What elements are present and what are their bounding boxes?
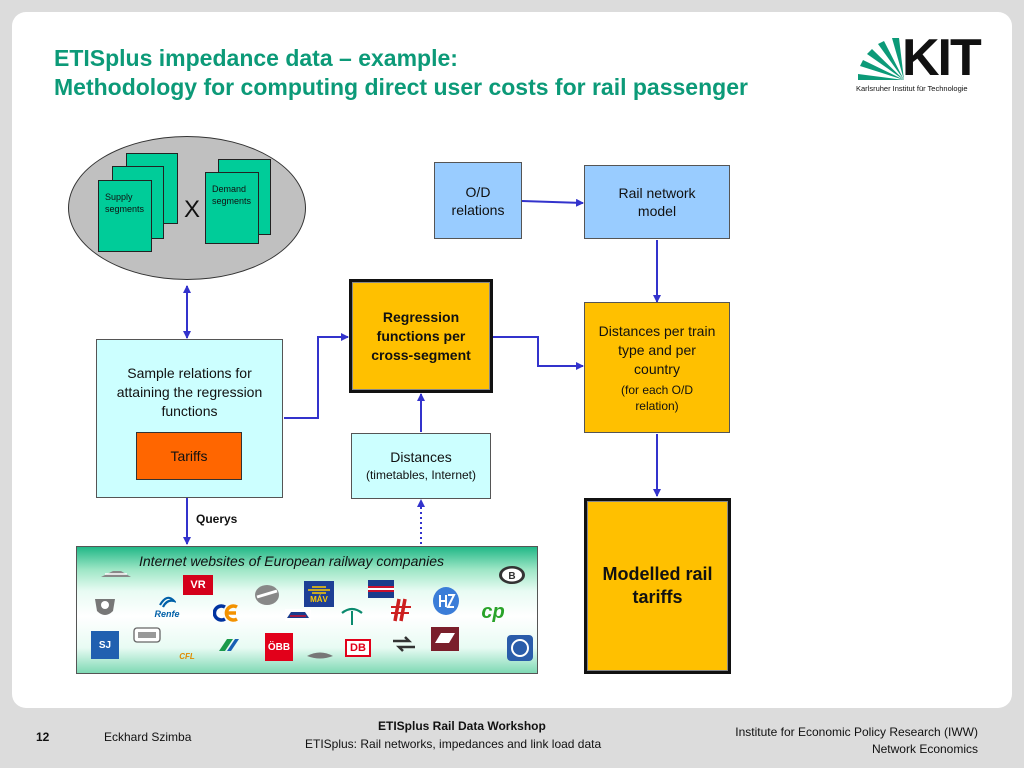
cfl-logo: CFL — [179, 651, 195, 661]
footer-subtitle: ETISplus: Rail networks, impedances and … — [305, 737, 602, 751]
slovenian-rail-logo — [213, 635, 241, 655]
crest-icon — [95, 599, 115, 615]
sncb-b-icon: B — [499, 566, 525, 584]
kit-logo-subtitle: Karlsruher Institut für Technologie — [856, 84, 968, 93]
railway-websites-title: Internet websites of European railway co… — [139, 553, 445, 569]
ttl-logo — [507, 635, 533, 661]
svg-text:B: B — [508, 571, 515, 582]
railway-websites-panel: Internet websites of European railway co… — [76, 546, 538, 674]
distances-box: Distances (timetables, Internet) — [351, 433, 491, 499]
hz-logo — [433, 587, 459, 615]
zsr-icon — [391, 598, 411, 622]
sj-logo: SJ — [91, 631, 119, 659]
badge-icon — [133, 627, 161, 643]
page-number: 12 — [36, 730, 50, 744]
slide-title: ETISplus impedance data – example: Metho… — [54, 44, 748, 102]
renfe-logo: Renfe — [149, 593, 185, 621]
cfr-logo — [253, 583, 281, 607]
nsb-wings-logo — [305, 651, 335, 661]
obb-logo: ÖBB — [265, 633, 293, 661]
mav-wing-icon — [308, 585, 330, 594]
arrow-regression-to-distances — [493, 336, 584, 370]
mav-logo: MÁV — [304, 581, 334, 607]
cp-logo: cp — [481, 600, 505, 623]
slovenian-rail-icon — [219, 639, 239, 651]
tariffs-box: Tariffs — [136, 432, 242, 480]
slide-title-line-1: ETISplus impedance data – example: — [54, 45, 458, 71]
sncb-logo: B — [498, 565, 526, 585]
footer-author: Eckhard Szimba — [104, 730, 192, 744]
ttl-icon — [507, 635, 533, 661]
cd-logo — [368, 580, 394, 598]
cfl-ce-icon — [213, 604, 238, 622]
cross-product-symbol: X — [184, 196, 201, 223]
kit-logo-wordmark: KIT — [902, 29, 982, 87]
sncf-icon — [287, 612, 309, 618]
kit-logo: KIT Karlsruher Institut für Technologie — [856, 29, 984, 96]
querys-label: Querys — [196, 512, 238, 526]
footer-institute: Institute for Economic Policy Research (… — [735, 725, 978, 739]
ns-arrows-icon — [393, 636, 415, 652]
swiss-rail-logo-icon — [101, 571, 131, 577]
trenitalia-icon — [341, 607, 363, 625]
pkp-logo — [431, 627, 459, 651]
sncf-logo — [285, 609, 311, 621]
hz-icon — [439, 594, 456, 608]
trenitalia-logo — [339, 601, 365, 627]
hzpp-crest-logo — [91, 593, 119, 621]
footer-workshop: ETISplus Rail Data Workshop — [378, 719, 546, 733]
sbb-badge-logo — [133, 627, 161, 643]
arrow-sample-to-regression — [284, 333, 349, 419]
pkp-icon — [431, 627, 459, 651]
vr-logo: VR — [183, 575, 213, 595]
wings-icon — [307, 652, 333, 659]
distances-per-train-box: Distances per train type and per country… — [584, 302, 730, 433]
kit-logo-fan-icon — [858, 38, 904, 80]
renfe-swirl-icon — [159, 596, 176, 608]
db-logo: DB — [345, 639, 371, 657]
cfl-ce-logo — [213, 603, 239, 623]
cd-stripes-icon — [368, 580, 394, 598]
cfr-wheel-icon — [255, 585, 279, 605]
footer-department: Network Economics — [871, 742, 978, 756]
slide-title-line-2: Methodology for computing direct user co… — [54, 74, 748, 100]
zsr-logo — [389, 597, 413, 623]
ns-logo — [391, 635, 417, 653]
arrow-od-to-model — [521, 198, 584, 207]
